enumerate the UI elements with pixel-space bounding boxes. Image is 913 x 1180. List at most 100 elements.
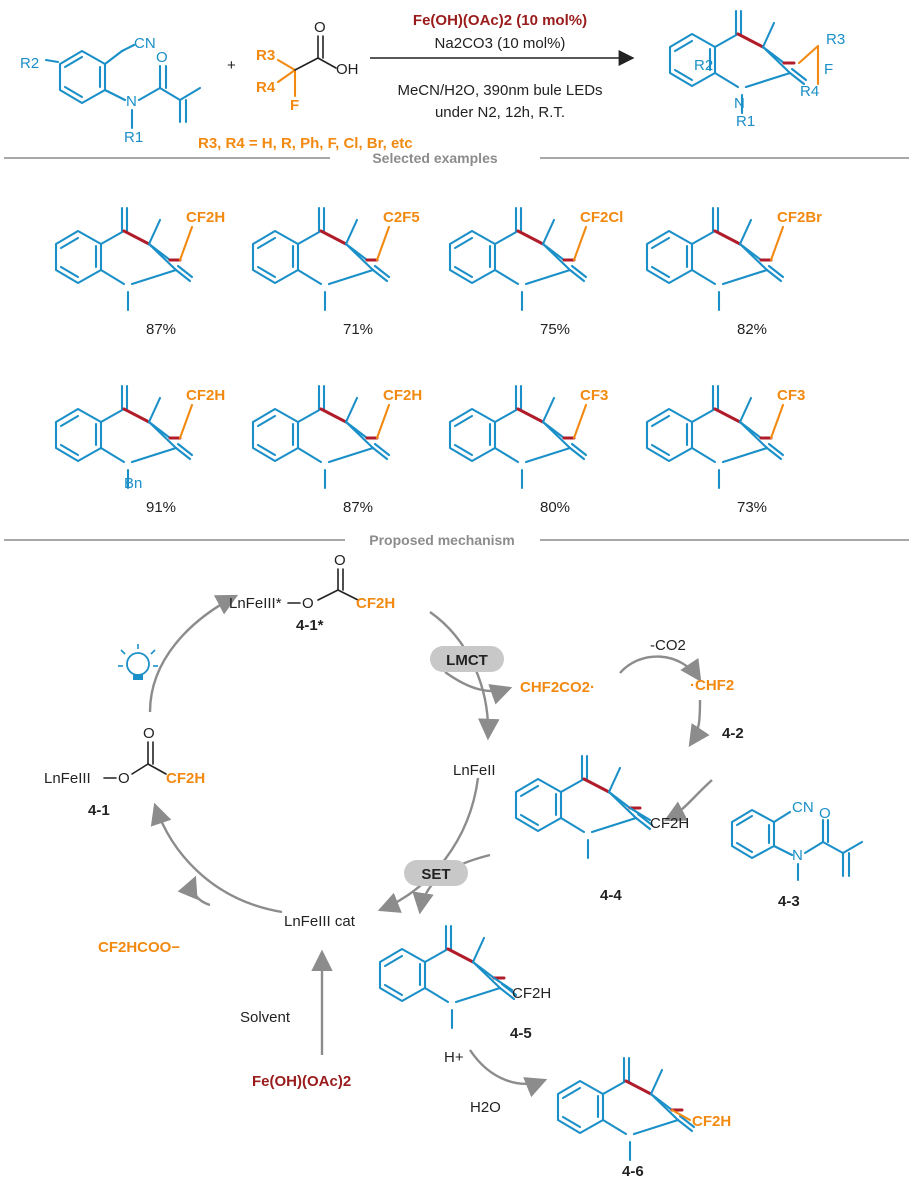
example-substituent: CF3 xyxy=(777,387,805,404)
example-yield: 82% xyxy=(737,321,767,338)
carbonyl-o-label: O xyxy=(143,725,155,742)
fe-excited-label: LnFeIII* xyxy=(229,595,282,612)
species-4-1-star: LnFeIII* O O CF2H 4-1* xyxy=(229,552,395,634)
radical-addition-arrow xyxy=(663,779,713,822)
example-yield: 73% xyxy=(737,499,767,516)
cf2h-label: CF2H xyxy=(692,1113,731,1130)
cycle-arrow-set xyxy=(377,777,480,913)
decarboxylation-arrow xyxy=(619,655,702,682)
cf2h-label: CF2H xyxy=(166,770,205,787)
solvent-label: Solvent xyxy=(240,1009,291,1026)
examples-grid: CF2H87%C2F571%CF2Cl75%CF2Br82%CF2HBn91%C… xyxy=(54,206,822,516)
example-yield: 91% xyxy=(146,499,176,516)
lmct-label: LMCT xyxy=(446,652,488,669)
species-label-4-6: 4-6 xyxy=(622,1163,644,1180)
proton-label: H+ xyxy=(444,1049,464,1066)
anion-label: CF2HCOO− xyxy=(98,939,180,956)
r2-label: R2 xyxy=(20,55,39,72)
cycle-arrow-lmct xyxy=(429,611,500,741)
selected-examples-heading: Selected examples xyxy=(372,150,498,166)
hydrolysis-arrow xyxy=(469,1049,548,1098)
fe3-label: LnFeIII xyxy=(44,770,91,787)
branch-arrow-radical xyxy=(444,671,513,705)
cf2h-label: CF2H xyxy=(512,985,551,1002)
species-4-6: CF2H 4-6 xyxy=(556,1056,731,1180)
fe3-cat-label: LnFeIII cat xyxy=(284,913,356,930)
example-substituent: CF2Br xyxy=(777,209,822,226)
set-label: SET xyxy=(421,866,450,883)
species-label-4-4: 4-4 xyxy=(600,887,622,904)
example-yield: 71% xyxy=(343,321,373,338)
example-molecule: CF2H 87% xyxy=(251,384,422,516)
example-molecule: CF2Cl 75% xyxy=(448,206,623,338)
carbonyl-o-label: O xyxy=(156,49,168,66)
lightbulb-icon xyxy=(118,644,158,680)
product-r2-label: R2 xyxy=(694,57,713,74)
product-r4-label: R4 xyxy=(800,83,819,100)
example-n-group: Bn xyxy=(124,475,142,492)
fe2-label: LnFeII xyxy=(453,762,496,779)
atmosphere-condition: under N2, 12h, R.T. xyxy=(435,104,565,121)
ester-o-label: O xyxy=(302,595,314,612)
product-r3-label: R3 xyxy=(826,31,845,48)
product-f-label: F xyxy=(824,61,833,78)
plus-sign: + xyxy=(227,57,236,74)
r3-label: R3 xyxy=(256,47,275,64)
acyloxy-radical-label: CHF2CO2· xyxy=(520,679,595,696)
proposed-mechanism-heading: Proposed mechanism xyxy=(369,532,515,548)
species-4-1: LnFeIII O O CF2H 4-1 xyxy=(44,725,205,819)
species-4-5: CF2H 4-5 xyxy=(378,924,551,1042)
co2-loss-label: -CO2 xyxy=(650,637,686,654)
radical-to-addition-arrow xyxy=(688,699,710,747)
catalytic-cycle xyxy=(148,594,713,1098)
r1-label: R1 xyxy=(124,129,143,146)
example-yield: 75% xyxy=(540,321,570,338)
product-n-label: N xyxy=(734,95,745,112)
species-4-4: CF2H 4-4 xyxy=(514,754,689,904)
example-yield: 87% xyxy=(146,321,176,338)
example-substituent: CF3 xyxy=(580,387,608,404)
lmct-badge: LMCT xyxy=(430,646,504,672)
starting-material-acrylamide: CN O N R1 R2 xyxy=(20,35,202,146)
example-substituent: C2F5 xyxy=(383,209,420,226)
product-r1-label: R1 xyxy=(736,113,755,130)
catalyst-condition: Fe(OH)(OAc)2 (10 mol%) xyxy=(413,12,587,29)
starting-material-acid: R3 R4 F O OH xyxy=(256,19,359,114)
species-label-4-5: 4-5 xyxy=(510,1025,532,1042)
general-product: R2 N R1 R3 R4 F xyxy=(668,9,845,130)
precatalyst-label: Fe(OH)(OAc)2 xyxy=(252,1073,351,1090)
amide-n-label: N xyxy=(126,93,137,110)
water-label: H2O xyxy=(470,1099,501,1116)
cn-label: CN xyxy=(134,35,156,52)
species-label-4-1: 4-1 xyxy=(88,802,110,819)
example-substituent: CF2Cl xyxy=(580,209,623,226)
set-badge: SET xyxy=(404,860,468,886)
cf2h-label: CF2H xyxy=(650,815,689,832)
example-yield: 87% xyxy=(343,499,373,516)
carbonyl-o-label: O xyxy=(334,552,346,569)
cf2h-label: CF2H xyxy=(356,595,395,612)
r-group-definition: R3, R4 = H, R, Ph, F, Cl, Br, etc xyxy=(198,135,413,152)
species-label-4-3: 4-3 xyxy=(778,893,800,910)
amide-n-label: N xyxy=(792,847,803,864)
cycle-arrow-excitation xyxy=(148,594,239,713)
ester-o-label: O xyxy=(118,770,130,787)
radical-label: ·CHF2 xyxy=(690,677,734,694)
r4-label: R4 xyxy=(256,79,276,96)
cycle-arrow-regeneration xyxy=(150,802,283,914)
example-molecule: CF2Br 82% xyxy=(645,206,822,338)
acid-oh-label: OH xyxy=(336,61,359,78)
example-molecule: CF3 73% xyxy=(645,384,805,516)
anion-release-arrow xyxy=(177,875,211,907)
solvent-light-condition: MeCN/H2O, 390nm bule LEDs xyxy=(397,82,602,99)
example-substituent: CF2H xyxy=(383,387,422,404)
species-4-3: CN O N 4-3 xyxy=(730,799,864,910)
acid-o-label: O xyxy=(314,19,326,36)
example-molecule: C2F5 71% xyxy=(251,206,420,338)
species-label-4-1-star: 4-1* xyxy=(296,617,324,634)
